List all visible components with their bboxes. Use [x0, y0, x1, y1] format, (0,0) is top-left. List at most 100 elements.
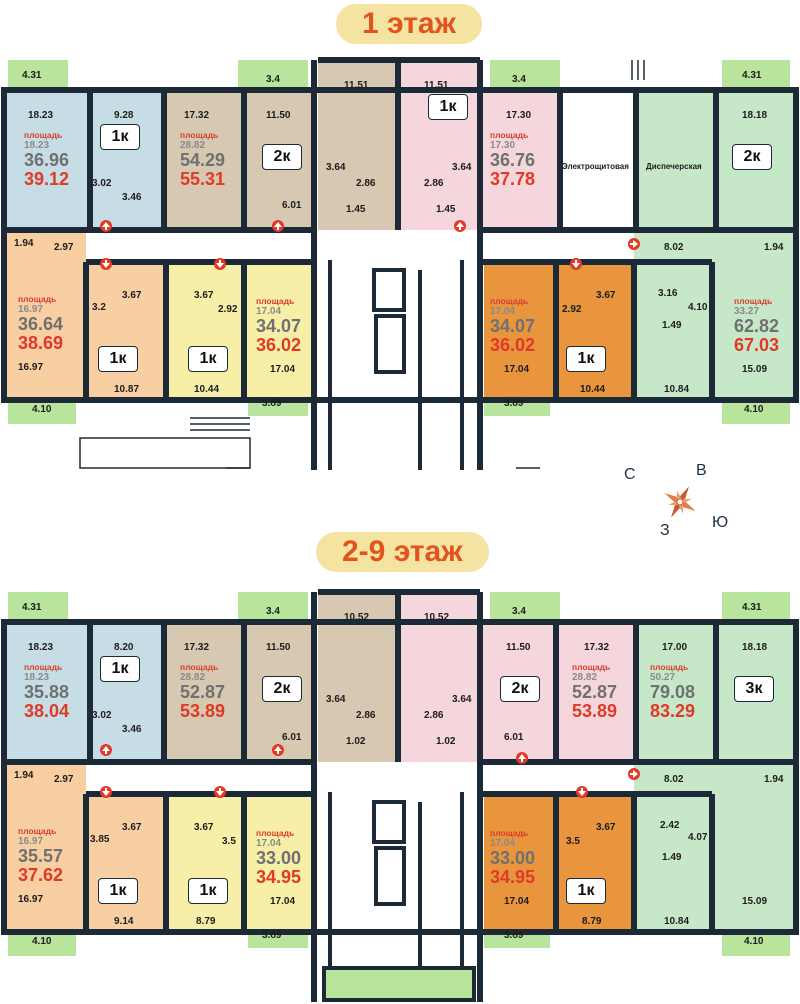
room-area-label: 17.04 — [504, 896, 530, 907]
balcony — [238, 592, 308, 622]
room-area-label: 15.09 — [742, 896, 768, 907]
room-area-label: 3.89 — [504, 398, 524, 409]
apartment-area-summary: площадь 17.04 33.00 34.95 — [256, 828, 302, 887]
balcony — [238, 60, 308, 90]
room-area-label: 3.64 — [326, 162, 346, 173]
floor-2-9-heading: 2-9 этаж — [0, 532, 800, 578]
balcony — [490, 60, 560, 90]
room-area-label: 1.45 — [346, 204, 366, 215]
compass-north: С — [624, 466, 636, 483]
apartment-type-badge: 1к — [188, 346, 228, 372]
room-area-label: 11.50 — [266, 642, 291, 653]
floor-title: 1 этаж — [336, 4, 482, 44]
floor-2-9: 2-9 этаж площадь 18.23 35.88 38.04 площа… — [0, 532, 800, 1002]
room-area-label: 1.02 — [436, 736, 456, 747]
compass-rose-icon — [664, 486, 696, 518]
room-area-label: 2.86 — [356, 710, 376, 721]
apt-zone — [166, 794, 314, 930]
entrance-arrow-icon — [100, 258, 112, 270]
compass: С В З Ю — [616, 462, 736, 542]
room-area-label: 8.02 — [664, 242, 684, 253]
apt-zone — [4, 90, 90, 230]
room-area-label: 1.45 — [436, 204, 456, 215]
room-area-label: 18.23 — [28, 110, 54, 121]
room-area-label: 9.14 — [114, 916, 134, 927]
entrance-arrow-icon — [628, 768, 640, 780]
apartment-area-summary: площадь 28.82 54.29 55.31 — [180, 130, 226, 189]
room-area-label: 3.64 — [326, 694, 346, 705]
room-area-label: 11.51 — [424, 80, 449, 91]
room-area-label: 6.01 — [282, 200, 302, 211]
room-area-label: 11.51 — [344, 80, 369, 91]
room-area-label: 1.94 — [764, 242, 784, 253]
walls — [1, 589, 799, 1002]
apartment-area-summary: площадь 16.97 35.57 37.62 — [18, 826, 64, 885]
room-area-label: 17.32 — [184, 642, 210, 653]
room-area-label: 4.31 — [22, 70, 42, 81]
room-area-label: 11.50 — [266, 110, 291, 121]
room-area-label: 2.86 — [424, 178, 444, 189]
room-area-label: 3.67 — [122, 290, 142, 301]
balcony — [490, 592, 560, 622]
room-area-label: 2.97 — [54, 774, 74, 785]
walls — [1, 57, 799, 470]
compass-south: Ю — [712, 514, 729, 531]
room-area-label: 1.02 — [346, 736, 366, 747]
room-area-label: 3.67 — [596, 822, 616, 833]
apartment-area-summary: площадь 16.97 36.64 38.69 — [18, 294, 64, 353]
balcony — [8, 60, 68, 90]
apt-zone — [478, 90, 560, 230]
room-area-label: 17.00 — [662, 642, 688, 653]
balcony — [722, 592, 790, 622]
compass-east: В — [696, 462, 707, 479]
room-area-label: 4.10 — [744, 936, 764, 947]
apartment-type-badge: 1к — [100, 124, 140, 150]
apt-zone — [90, 622, 164, 762]
entrance-arrow-icon — [570, 258, 582, 270]
floor-1-plan — [1, 57, 799, 470]
apartment-area-summary: площадь 17.04 34.07 36.02 — [256, 296, 302, 355]
floor-1-heading: 1 этаж — [0, 0, 800, 46]
room-area-label: 9.28 — [114, 110, 134, 121]
apartment-area-summary: площадь 17.04 34.07 36.02 — [490, 296, 536, 355]
apt-zone — [4, 230, 86, 398]
entrance-arrow-icon — [272, 220, 284, 232]
room-area-label: 3.89 — [504, 930, 524, 941]
balcony — [722, 60, 790, 90]
room-area-label: 4.10 — [688, 302, 708, 313]
stair-walls — [328, 260, 464, 470]
porch — [79, 437, 251, 469]
floor-title: 2-9 этаж — [316, 532, 489, 572]
room-area-label: 10.84 — [664, 916, 690, 927]
room-area-label: 18.18 — [742, 642, 768, 653]
room-name-electrical: Электрощитовая — [562, 162, 629, 171]
room-area-label: 3.67 — [122, 822, 142, 833]
entrance-arrow-icon — [516, 752, 528, 764]
room-area-label: 17.04 — [504, 364, 530, 375]
room-area-label: 2.92 — [218, 304, 238, 315]
room-area-label: 16.97 — [18, 362, 44, 373]
room-area-label: 3.4 — [266, 606, 280, 617]
apartment-type-badge: 2к — [262, 676, 302, 702]
apartment-type-badge: 2к — [500, 676, 540, 702]
entrance-arrow-icon — [272, 744, 284, 756]
room-area-label: 3.4 — [512, 606, 526, 617]
floor-1: 1 этаж площадь 18.23 36.96 39.12 площадь… — [0, 0, 800, 539]
apartment-type-badge: 1к — [98, 346, 138, 372]
room-area-label: 1.94 — [764, 774, 784, 785]
room-area-label: 2.86 — [356, 178, 376, 189]
room-area-label: 4.07 — [688, 832, 708, 843]
room-area-label: 3.46 — [122, 192, 142, 203]
room-area-label: 1.94 — [14, 238, 34, 249]
entrance-arrow-icon — [214, 258, 226, 270]
room-area-label: 2.97 — [54, 242, 74, 253]
room-area-label: 10.52 — [424, 612, 450, 623]
room-area-label: 10.84 — [664, 384, 690, 395]
room-area-label: 3.67 — [194, 822, 214, 833]
room-area-label: 3.89 — [262, 930, 282, 941]
apt-zone — [166, 262, 314, 398]
room-area-label: 3.64 — [452, 694, 472, 705]
room-area-label: 3.89 — [262, 398, 282, 409]
apt-zone — [86, 262, 166, 398]
